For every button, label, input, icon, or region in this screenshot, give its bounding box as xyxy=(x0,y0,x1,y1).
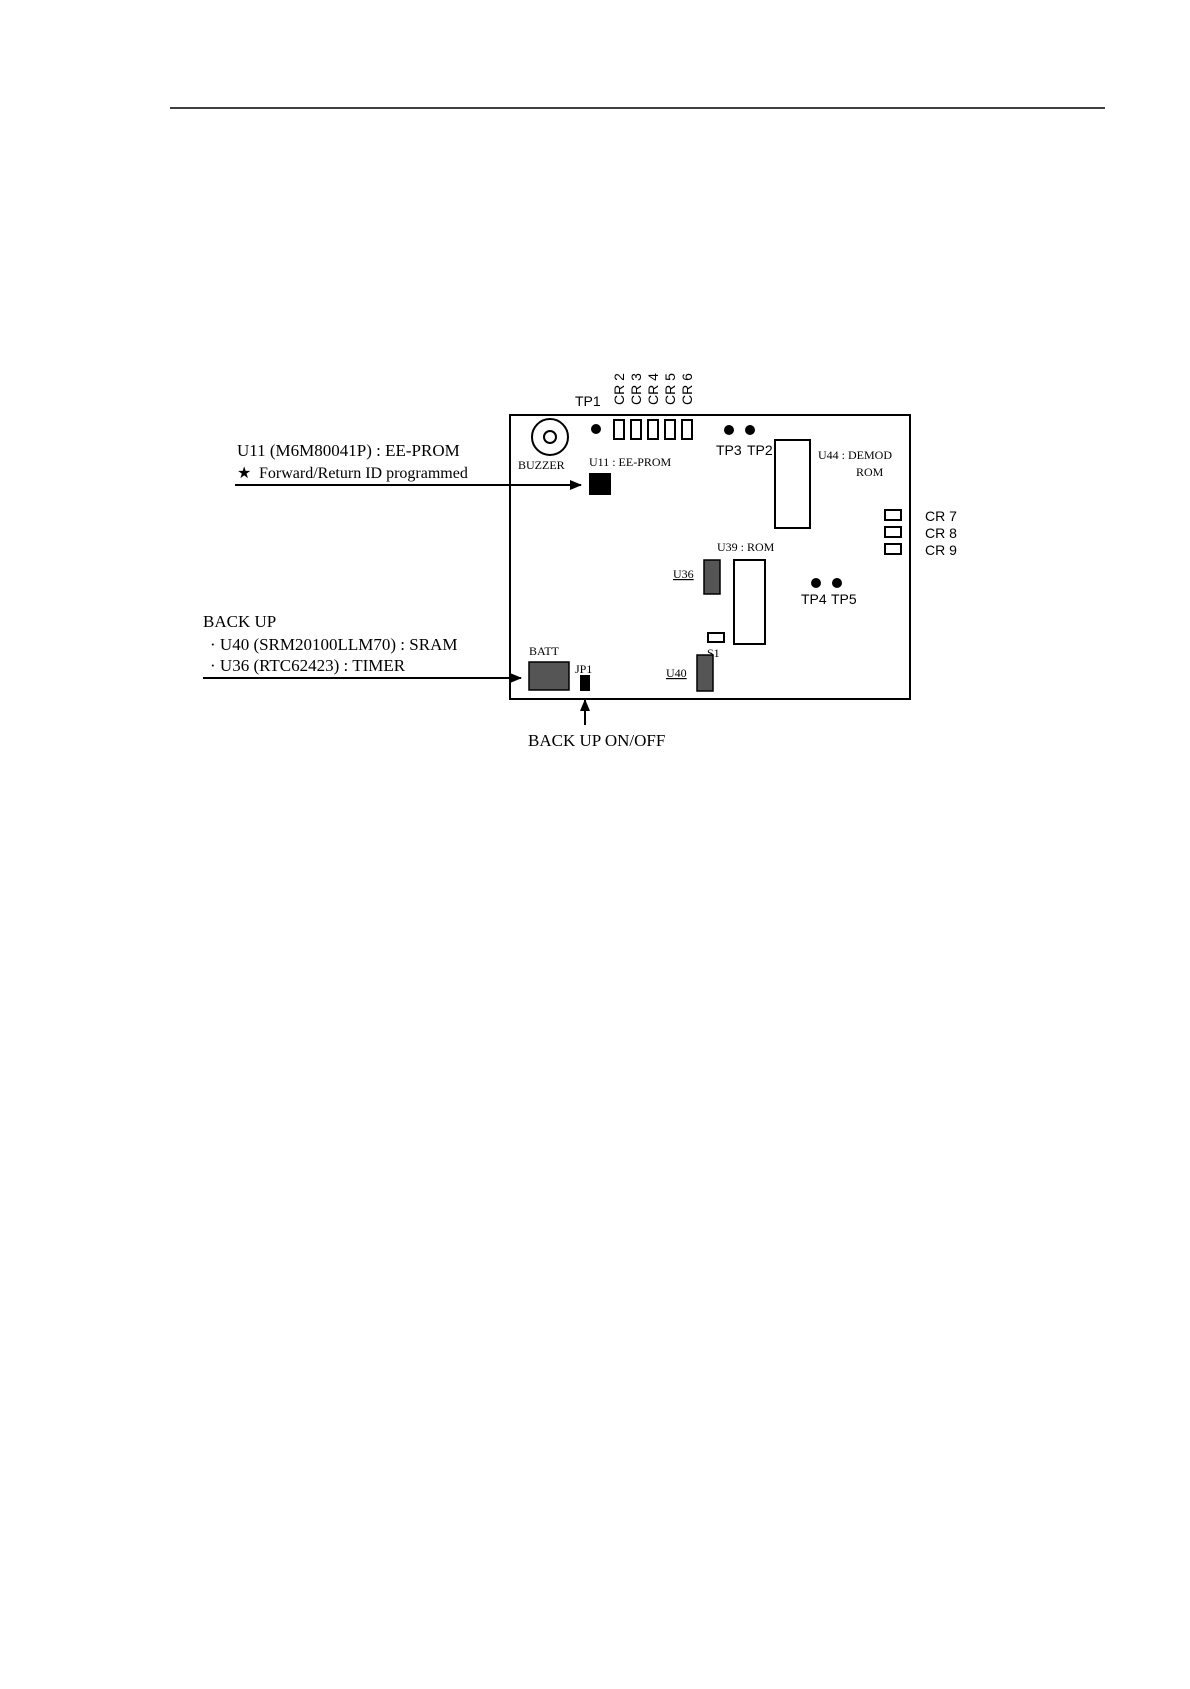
cr5-led xyxy=(665,420,675,439)
s1-switch xyxy=(708,633,724,642)
cr5-label: CR 5 xyxy=(662,373,678,405)
u11-eeprom-chip xyxy=(589,473,611,495)
star-icon: ★ xyxy=(237,465,251,482)
cr8-led xyxy=(885,527,901,537)
u11-chip-label: U11 : EE-PROM xyxy=(589,455,672,469)
tp5-label: TP5 xyxy=(831,591,857,607)
buzzer xyxy=(532,419,568,455)
u44-label-line2: ROM xyxy=(856,465,884,479)
tp4-label: TP4 xyxy=(801,591,827,607)
buzzer-outer-ring xyxy=(532,419,568,455)
u39-rom-chip xyxy=(734,560,765,644)
backup-onoff-label: BACK UP ON/OFF xyxy=(528,731,665,750)
buzzer-inner-ring xyxy=(544,431,556,443)
buzzer-label: BUZZER xyxy=(518,458,565,472)
cr7-label: CR 7 xyxy=(925,508,957,524)
tp4-test-point xyxy=(811,578,821,588)
jp1-label: JP1 xyxy=(575,662,592,676)
u11-callout-title: U11 (M6M80041P) : EE-PROM xyxy=(237,441,460,460)
battery xyxy=(529,662,569,690)
u11-callout-note: Forward/Return ID programmed xyxy=(259,465,468,482)
batt-label: BATT xyxy=(529,644,560,658)
cr2-led xyxy=(614,420,624,439)
cr9-led xyxy=(885,544,901,554)
tp5-test-point xyxy=(832,578,842,588)
tp3-test-point xyxy=(724,425,734,435)
u44-label-line1: U44 : DEMOD xyxy=(818,448,892,462)
tp3-label: TP3 xyxy=(716,442,742,458)
u36-label: U36 xyxy=(673,567,694,581)
u39-label: U39 : ROM xyxy=(717,540,775,554)
cr4-label: CR 4 xyxy=(645,373,661,405)
tp2-test-point xyxy=(745,425,755,435)
cr7-led xyxy=(885,510,901,520)
backup-callout-title: BACK UP xyxy=(203,612,276,631)
cr9-label: CR 9 xyxy=(925,542,957,558)
u40-label: U40 xyxy=(666,666,687,680)
cr8-label: CR 8 xyxy=(925,525,957,541)
backup-item-sram: · U40 (SRM20100LLM70) : SRAM xyxy=(210,635,457,654)
cr6-led xyxy=(682,420,692,439)
cr2-label: CR 2 xyxy=(611,373,627,405)
jp1-jumper xyxy=(580,675,590,691)
cr3-led xyxy=(631,420,641,439)
cr6-label: CR 6 xyxy=(679,373,695,405)
tp1-test-point xyxy=(591,424,601,434)
tp1-label: TP1 xyxy=(575,393,601,409)
cr4-led xyxy=(648,420,658,439)
u36-timer-chip xyxy=(704,560,720,594)
u40-sram-chip xyxy=(697,655,713,691)
tp2-label: TP2 xyxy=(747,442,773,458)
u44-demod-rom-chip xyxy=(775,440,810,528)
cr3-label: CR 3 xyxy=(628,373,644,405)
backup-item-timer: · U36 (RTC62423) : TIMER xyxy=(210,656,406,675)
